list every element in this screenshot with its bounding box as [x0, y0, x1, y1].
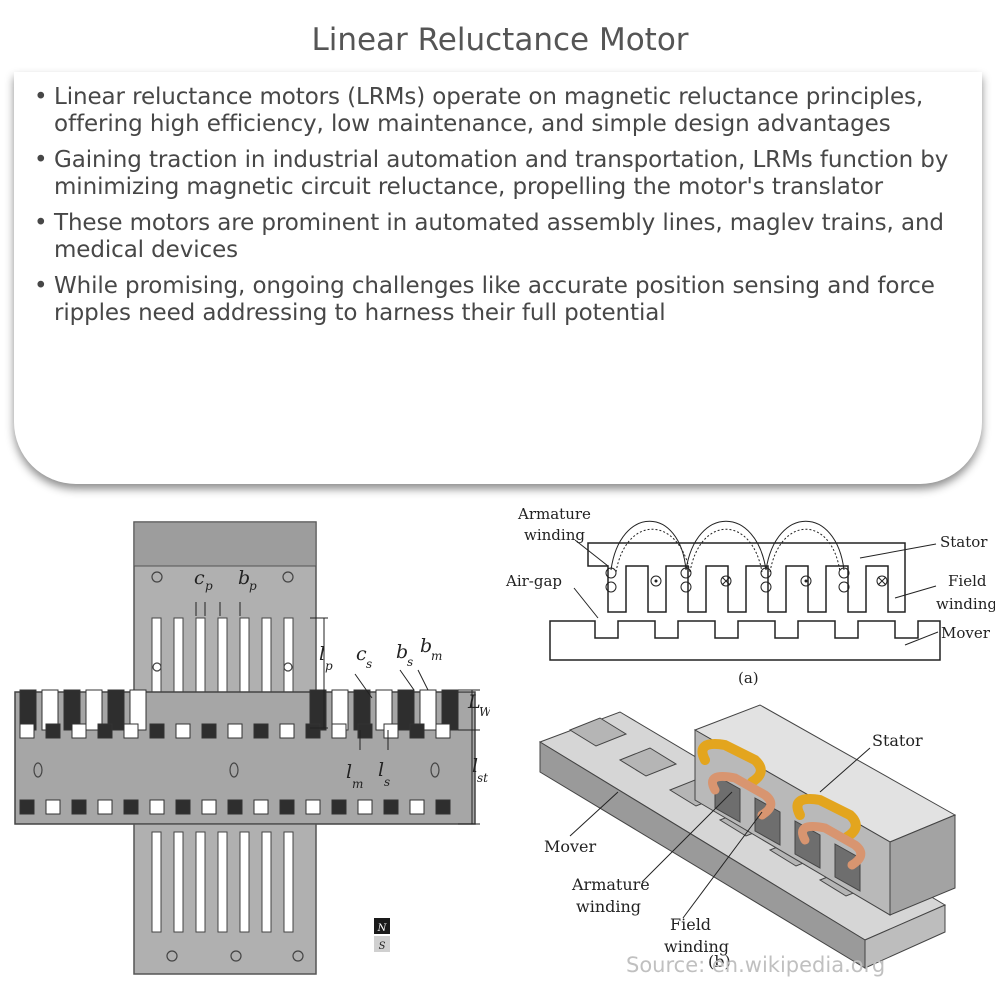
mover-teeth-bottom: [19, 799, 451, 815]
label-mover-b: Mover: [544, 837, 597, 856]
magnet-legend: N S: [374, 918, 390, 952]
label-cs: c: [356, 643, 367, 665]
source-credit: Source: en.wikipedia.org: [626, 953, 886, 977]
label-armature-b: Armature: [571, 875, 650, 894]
label-ls: l: [378, 759, 384, 781]
label-field: Field: [948, 572, 987, 590]
svg-text:W: W: [479, 705, 490, 719]
caption-a: (a): [738, 669, 759, 687]
caption-b: (b): [708, 952, 731, 970]
label-mover: Mover: [941, 624, 991, 642]
label-lw: L: [467, 691, 481, 713]
bullet-item: Gaining traction in industrial automatio…: [30, 147, 970, 201]
label-lst: l: [472, 755, 478, 777]
label-stator: Stator: [940, 533, 988, 551]
figure-b-3d-illustration: Stator Mover Armature winding Field wind…: [538, 704, 957, 970]
label-armature-winding: winding: [524, 526, 585, 544]
label-field-winding: winding: [936, 595, 995, 613]
svg-text:s: s: [384, 775, 390, 789]
svg-text:p: p: [205, 579, 213, 593]
mover-teeth-top: [19, 689, 459, 731]
field-coils: [708, 772, 866, 870]
lrm-cross-section-figure: c p b p l p c s b s b m L W l m l s l st…: [14, 521, 490, 975]
svg-text:s: s: [366, 657, 372, 671]
svg-text:p: p: [325, 659, 333, 673]
label-stator-b: Stator: [872, 731, 923, 750]
label-armature-winding-b: winding: [576, 897, 641, 916]
legend-n: N: [377, 923, 388, 934]
label-field-b: Field: [670, 915, 711, 934]
label-cp: c: [194, 567, 205, 589]
label-field-winding-b: winding: [664, 937, 729, 956]
mover-outline: [549, 620, 941, 661]
svg-text:p: p: [249, 579, 257, 593]
bullet-item: While promising, ongoing challenges like…: [30, 273, 970, 327]
mover-teeth-lower-row: [19, 723, 451, 739]
stator-outline: [587, 542, 906, 613]
lower-slots: [151, 831, 294, 933]
svg-text:s: s: [407, 655, 413, 669]
armature-coils: [697, 739, 861, 842]
legend-s: S: [379, 941, 386, 952]
label-armature: Armature: [517, 505, 591, 523]
label-airgap: Air-gap: [505, 572, 562, 590]
svg-text:m: m: [352, 777, 363, 791]
stator-3d: [693, 704, 957, 916]
label-bm: b: [420, 635, 432, 657]
bullet-item: These motors are prominent in automated …: [30, 210, 970, 264]
armature-winding-arcs: [610, 520, 845, 573]
page-title: Linear Reluctance Motor: [311, 22, 689, 58]
label-lp: l: [319, 643, 325, 665]
figure-a-schematic: Armature winding Air-gap Stator Field wi…: [505, 505, 995, 687]
svg-text:m: m: [431, 649, 442, 663]
label-bp: b: [238, 567, 250, 589]
bullet-list: Linear reluctance motors (LRMs) operate …: [30, 84, 970, 336]
bullet-item: Linear reluctance motors (LRMs) operate …: [30, 84, 970, 138]
label-bs: b: [396, 641, 408, 663]
label-lm: l: [346, 761, 352, 783]
svg-text:st: st: [477, 771, 488, 785]
